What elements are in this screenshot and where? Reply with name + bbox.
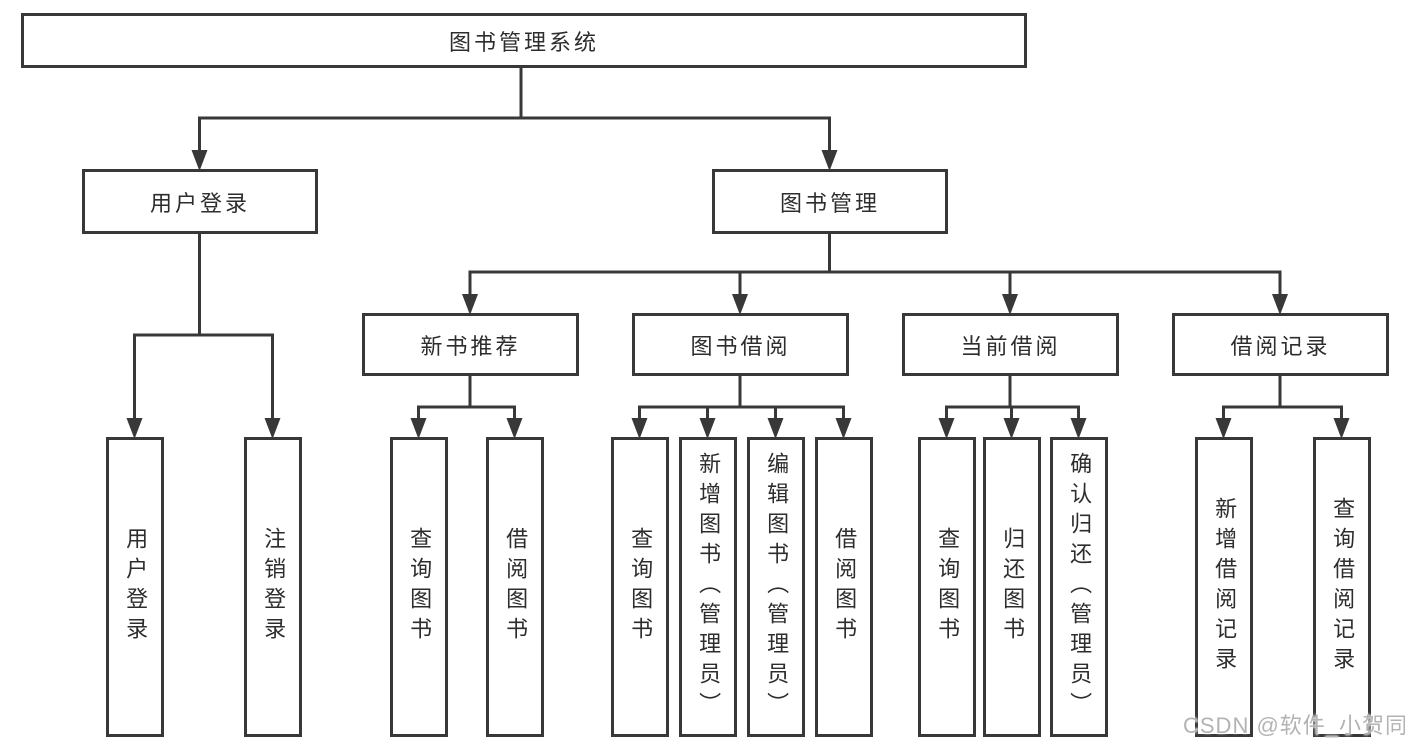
arrowhead-icon: [1333, 418, 1350, 439]
node-leaf-query-books-3: 查询图书: [918, 437, 976, 737]
arrowhead-icon: [410, 418, 427, 439]
arrowhead-icon: [126, 418, 143, 439]
node-library-management-system: 图书管理系统: [21, 13, 1027, 68]
arrowhead-icon: [1002, 294, 1018, 315]
arrowhead-icon: [938, 418, 955, 439]
connector-borrow-records-to-leaves: [1215, 374, 1350, 439]
node-leaf-return-book: 归还图书: [983, 437, 1041, 737]
node-leaf-user-login: 用户登录: [106, 437, 164, 737]
node-leaf-query-books-1: 查询图书: [390, 437, 448, 737]
node-label: 编辑图书（管理员）: [764, 452, 790, 722]
connector-book-borrow-to-leaves: [631, 374, 852, 439]
node-label: 新书推荐: [420, 333, 521, 359]
node-label: 注销登录: [261, 527, 287, 647]
node-label: 确认归还（管理员）: [1067, 452, 1093, 722]
connector-new-book-recommend-to-leaves: [410, 374, 523, 439]
node-label: 图书借阅: [690, 333, 791, 359]
node-book-management: 图书管理: [712, 169, 948, 234]
node-leaf-confirm-return-admin: 确认归还（管理员）: [1050, 437, 1108, 737]
node-borrow-records: 借阅记录: [1172, 313, 1389, 376]
node-leaf-add-borrow-record: 新增借阅记录: [1195, 437, 1253, 737]
arrowhead-icon: [699, 418, 716, 439]
connector-book-management-to-level3: [462, 232, 1288, 315]
node-label: 借阅图书: [503, 527, 529, 647]
arrowhead-icon: [767, 418, 784, 439]
arrowhead-icon: [462, 294, 478, 315]
node-label: 图书管理系统: [448, 29, 599, 55]
node-leaf-add-book-admin: 新增图书（管理员）: [679, 437, 737, 737]
node-label: 新增借阅记录: [1212, 497, 1238, 677]
arrowhead-icon: [821, 150, 838, 171]
node-leaf-logout: 注销登录: [244, 437, 302, 737]
arrowhead-icon: [732, 294, 748, 315]
node-label: 新增图书（管理员）: [696, 452, 722, 722]
node-label: 借阅图书: [832, 527, 858, 647]
node-user-login: 用户登录: [82, 169, 318, 234]
arrowhead-icon: [835, 418, 852, 439]
node-leaf-edit-book-admin: 编辑图书（管理员）: [747, 437, 805, 737]
node-label: 归还图书: [1000, 527, 1026, 647]
arrowhead-icon: [264, 418, 281, 439]
node-label: 查询图书: [628, 527, 654, 647]
csdn-watermark: CSDN @软件_小贺同学: [1183, 713, 1405, 738]
node-label: 用户登录: [123, 527, 149, 647]
node-label: 查询图书: [935, 527, 961, 647]
connector-current-borrow-to-leaves: [938, 374, 1087, 439]
node-label: 用户登录: [149, 190, 250, 216]
arrowhead-icon: [1070, 418, 1087, 439]
node-leaf-borrow-books-1: 借阅图书: [486, 437, 544, 737]
node-leaf-query-books-2: 查询图书: [611, 437, 669, 737]
node-leaf-query-borrow-record: 查询借阅记录: [1313, 437, 1371, 737]
node-current-borrow: 当前借阅: [902, 313, 1119, 376]
connector-root-to-level2: [191, 65, 838, 171]
arrowhead-icon: [1215, 418, 1232, 439]
node-label: 图书管理: [779, 190, 880, 216]
node-new-book-recommend: 新书推荐: [362, 313, 579, 376]
node-label: 查询借阅记录: [1330, 497, 1356, 677]
node-label: 当前借阅: [960, 333, 1061, 359]
connector-user-login-to-leaves: [126, 232, 281, 439]
node-label: 查询图书: [407, 527, 433, 647]
node-leaf-borrow-books-2: 借阅图书: [815, 437, 873, 737]
arrowhead-icon: [506, 418, 523, 439]
node-label: 借阅记录: [1230, 333, 1331, 359]
arrowhead-icon: [631, 418, 648, 439]
arrowhead-icon: [1272, 294, 1288, 315]
arrowhead-icon: [191, 150, 208, 171]
arrowhead-icon: [1003, 418, 1020, 439]
node-book-borrow: 图书借阅: [632, 313, 849, 376]
